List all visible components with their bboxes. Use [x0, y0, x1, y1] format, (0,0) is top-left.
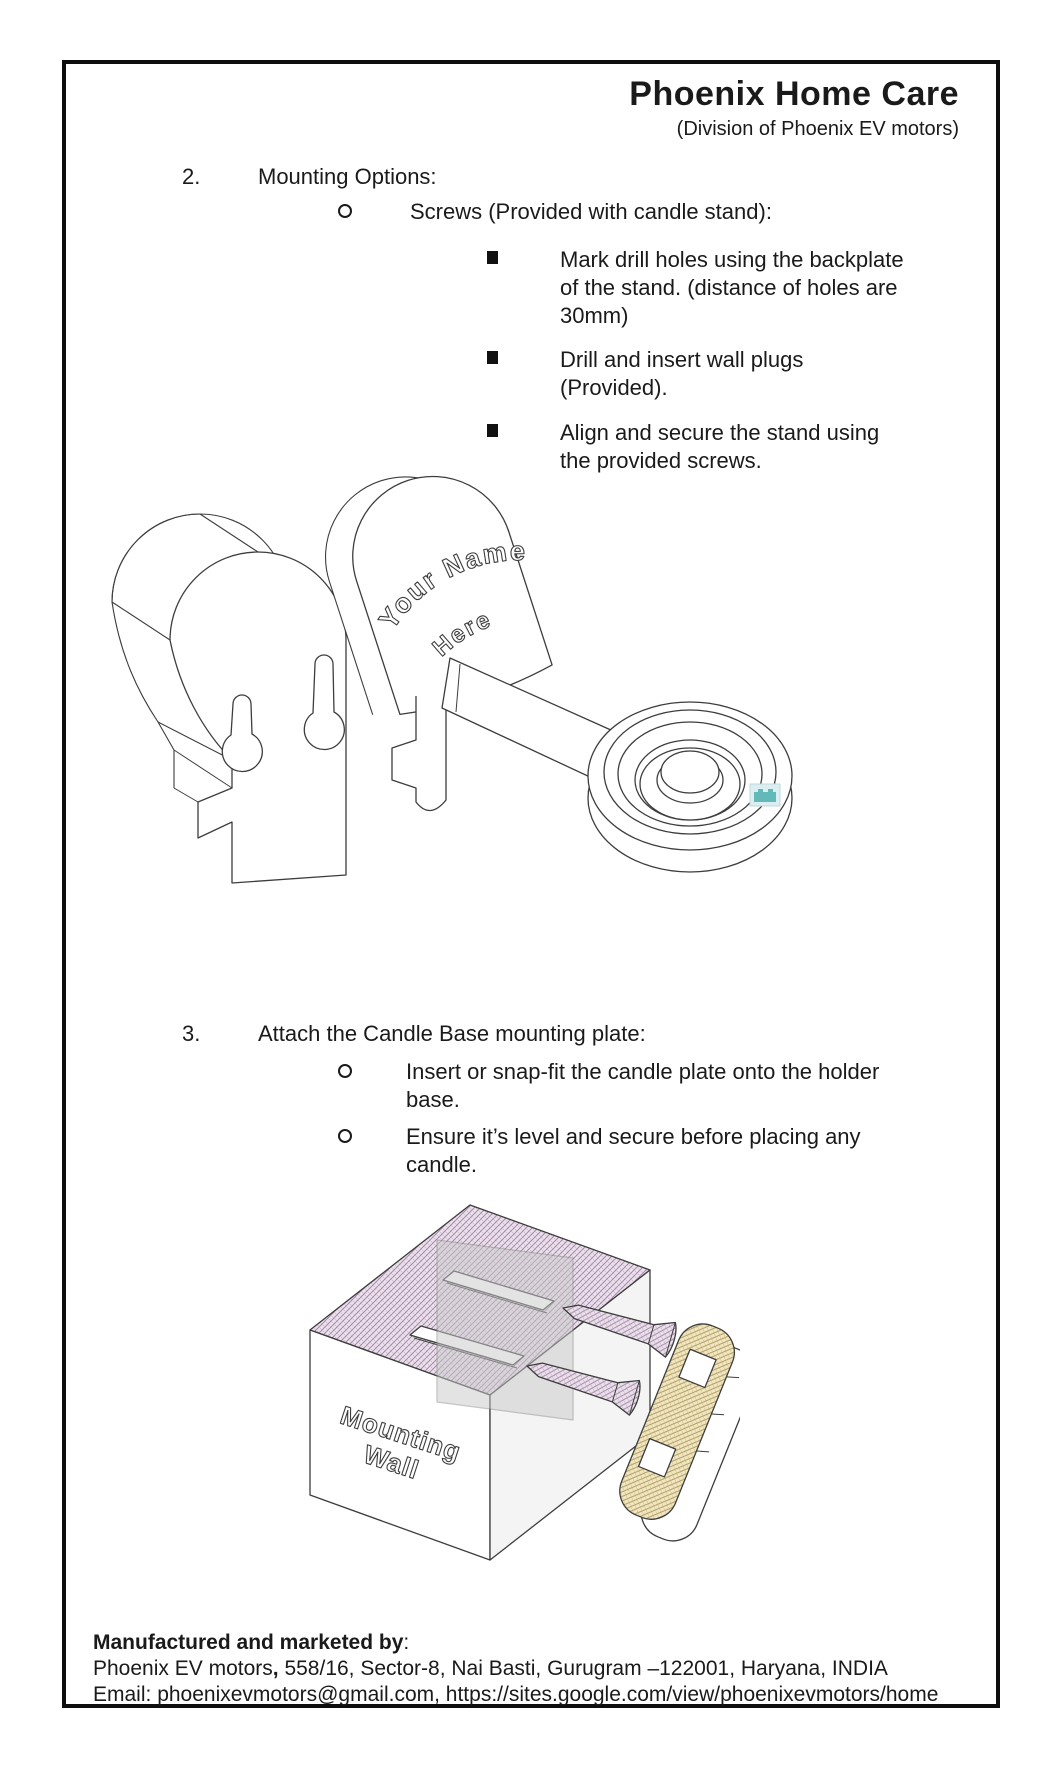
circle-bullet-icon — [338, 1129, 352, 1143]
list-item-line: Align and secure the stand using — [560, 420, 880, 445]
candle-holder-base — [587, 701, 793, 873]
footer-heading-bold: Manufactured and marketed by — [93, 1631, 404, 1654]
list-item-line: of the stand. (distance of holes are — [560, 275, 898, 300]
circle-bullet-icon — [338, 204, 352, 218]
teal-marker-icon — [749, 783, 781, 807]
footer-contact: Email: phoenixevmotors@gmail.com, https:… — [93, 1683, 939, 1706]
section3-title: Attach the Candle Base mounting plate: — [258, 1021, 646, 1046]
footer-heading: Manufactured and marketed by: — [93, 1631, 410, 1654]
email-link[interactable]: phoenixevmotors@gmail.com — [157, 1683, 435, 1706]
email-label: Email: — [93, 1683, 158, 1706]
candle-stand-part: Your Name Here — [325, 475, 793, 873]
list-item-line: 30mm) — [560, 303, 629, 328]
square-bullet-icon — [487, 351, 498, 364]
mounting-hook — [391, 696, 447, 812]
footer-address: Phoenix EV motors, 558/16, Sector-8, Nai… — [93, 1657, 888, 1680]
list-item-line: Drill and insert wall plugs — [560, 347, 804, 372]
backplate-part — [111, 513, 347, 884]
square-bullet-icon — [487, 424, 498, 437]
section2-bullet-text: Screws (Provided with candle stand): — [410, 199, 772, 224]
backplate-bracket — [619, 1323, 740, 1542]
list-number-2: 2. — [182, 164, 201, 189]
list-item-line: base. — [406, 1087, 460, 1112]
list-item-line: Ensure it’s level and secure before plac… — [406, 1124, 861, 1149]
mounting-wall-block: Mounting Wall — [309, 1204, 651, 1561]
figure-mounting-wall-drawing: Mounting Wall — [309, 1204, 740, 1561]
page-subtitle: (Division of Phoenix EV motors) — [676, 118, 959, 140]
website-link[interactable]: https://sites.google.com/view/phoenixevm… — [445, 1683, 939, 1706]
glass-plane — [436, 1239, 574, 1421]
list-number-3: 3. — [182, 1021, 201, 1046]
square-bullet-icon — [487, 251, 498, 264]
list-item-line: Mark drill holes using the backplate — [560, 247, 904, 272]
list-item-line: Insert or snap-fit the candle plate onto… — [406, 1059, 880, 1084]
header: Phoenix Home Care (Division of Phoenix E… — [629, 74, 959, 142]
screw-icon — [562, 1304, 677, 1358]
screw-icon — [526, 1362, 641, 1416]
list-item-line: (Provided). — [560, 375, 668, 400]
list-item-line: the provided screws. — [560, 448, 762, 473]
section2-title: Mounting Options: — [258, 164, 437, 189]
page-title: Phoenix Home Care — [629, 75, 959, 113]
circle-bullet-icon — [338, 1064, 352, 1078]
keyhole-slot — [221, 654, 345, 773]
list-item-line: candle. — [406, 1152, 477, 1177]
figure-candle-stand-drawing: Your Name Here — [111, 475, 793, 884]
